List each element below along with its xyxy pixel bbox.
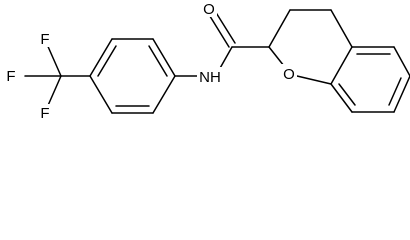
bond-carbonyl-double-b <box>214 10 236 44</box>
atom-fluorine-bottom: F <box>40 105 49 122</box>
bond-c6-c7 <box>393 75 410 113</box>
bond-nitrogen-carbonyl <box>218 46 233 71</box>
atom-bg-fluorine-left <box>4 67 18 84</box>
bond-c4-c4a <box>330 9 353 48</box>
atom-amide-nitrogen: NH <box>199 69 221 86</box>
bond-c4a-c8a <box>330 46 353 85</box>
bond-aryl-double-1 <box>97 45 117 77</box>
bond-cf3-f-top <box>45 41 62 77</box>
atom-bg-fluorine-top <box>38 30 52 47</box>
bond-benzo-double-3 <box>338 83 356 106</box>
bond-carbonyl-double-a <box>207 12 230 48</box>
bonds <box>24 9 410 114</box>
atom-bg-fluorine-bottom <box>38 104 52 121</box>
bond-c2-o1 <box>268 46 285 67</box>
bond-aryl-4 <box>152 75 176 114</box>
atom-fluorine-left: F <box>6 68 15 85</box>
bond-c5-c6 <box>393 46 410 77</box>
bond-aryl-1 <box>89 38 113 77</box>
chemical-structure: O O NH F F F <box>4 0 410 122</box>
bond-benzo-double-2 <box>388 77 402 106</box>
atom-bg-carbonyl-oxygen <box>201 0 217 17</box>
bond-c8-c8a <box>330 83 353 113</box>
atom-labels: O O NH F F F <box>4 0 297 122</box>
atom-fluorine-top: F <box>40 31 49 48</box>
bond-aryl-6 <box>89 75 113 114</box>
atom-carbonyl-oxygen: O <box>203 1 215 18</box>
atom-bg-amide-nitrogen <box>197 67 223 85</box>
bond-c2-c3 <box>268 9 291 48</box>
bond-aryl-3 <box>152 38 176 77</box>
bond-aryl-double-2 <box>148 45 168 77</box>
atom-ring-oxygen: O <box>283 66 295 83</box>
bond-o1-c8a <box>296 75 332 85</box>
atom-bg-ring-oxygen <box>281 64 297 82</box>
